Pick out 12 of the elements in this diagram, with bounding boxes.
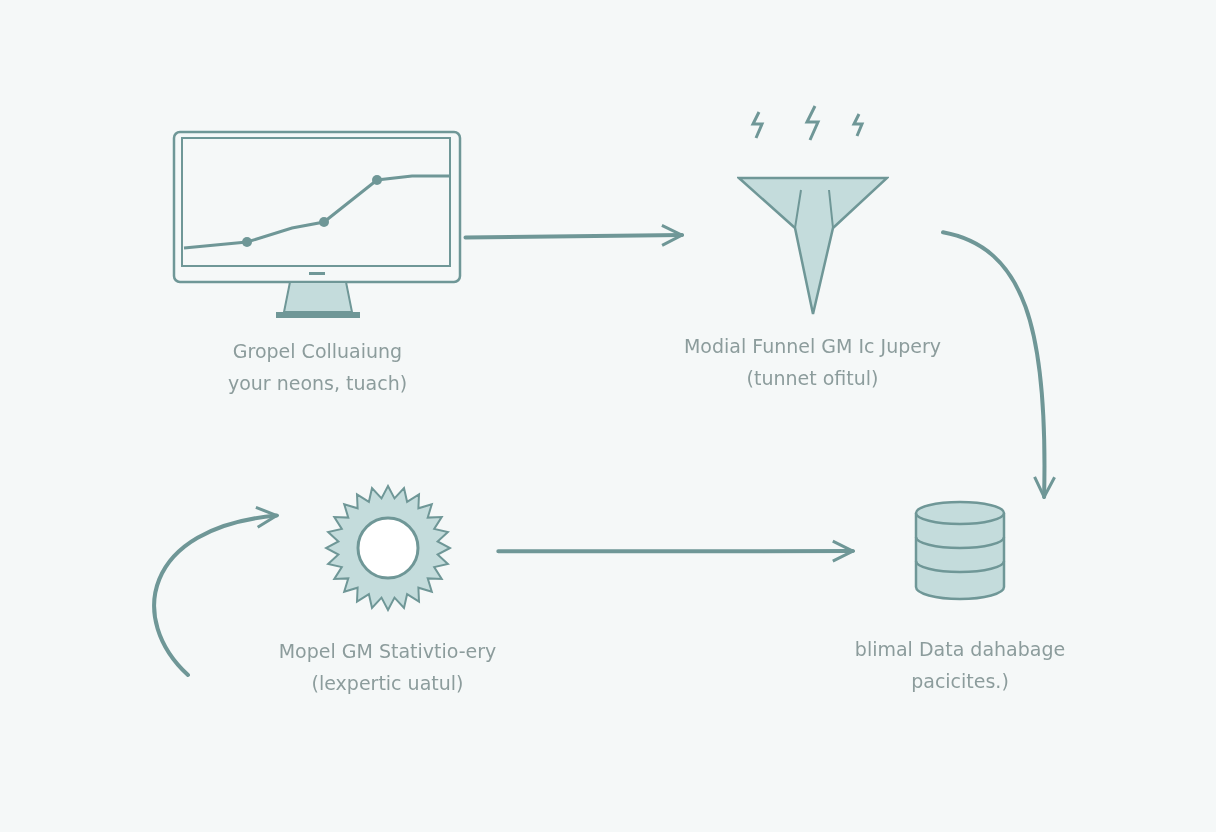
arrow: [496, 539, 855, 563]
arrow: [941, 230, 1056, 499]
caption-title: Gropel Colluaiung: [231, 340, 404, 362]
caption-title: Mopel GM Stativtio-ery: [277, 640, 498, 662]
caption-title: blimal Data dahabage: [853, 638, 1067, 660]
caption-subtitle: (tunnet ofitul): [745, 367, 880, 389]
caption-subtitle: (lexpertic uatul): [310, 672, 465, 694]
caption-subtitle: pacicites.): [910, 670, 1010, 692]
arrow: [463, 223, 684, 247]
arrow: [152, 507, 279, 677]
caption-subtitle: your neons, tuach): [226, 372, 409, 394]
caption-title: Modial Funnel GM Ic Jupery: [682, 335, 942, 357]
